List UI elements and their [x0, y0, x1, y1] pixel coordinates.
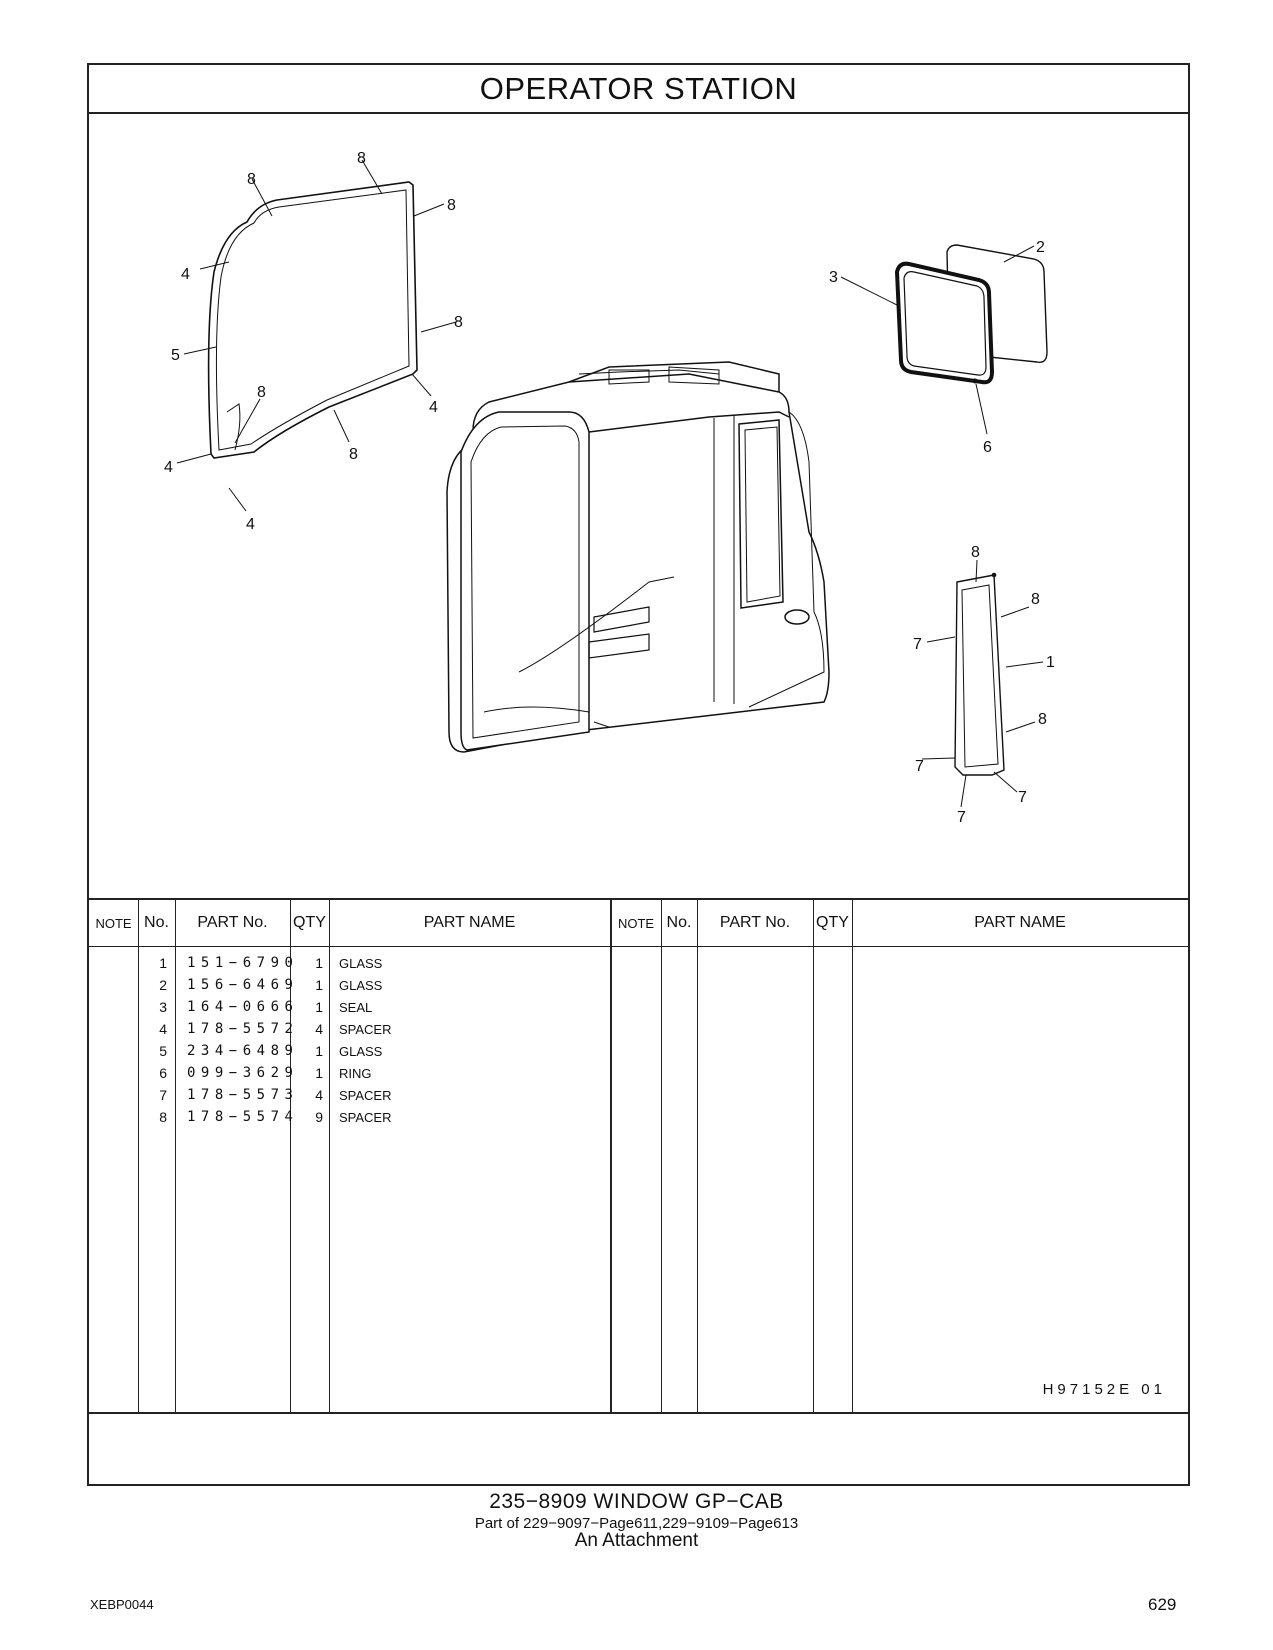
assembly-reference: Part of 229−9097−Page611,229−9109−Page61…	[474, 1515, 799, 1532]
callout-top-glass: 5	[171, 347, 180, 364]
row-quantity: 1	[315, 955, 323, 971]
row-quantity: 4	[315, 1021, 323, 1037]
row-item-number: 7	[159, 1087, 167, 1103]
callout-top-glass: 8	[257, 384, 266, 401]
callout-top-glass: 4	[181, 266, 190, 283]
callout-rear-window: 3	[829, 269, 838, 286]
row-item-number: 3	[159, 999, 167, 1015]
assembly-note: An Attachment	[574, 1530, 699, 1551]
header-qty: QTY	[816, 914, 849, 931]
row-part-name: SPACER	[339, 1022, 392, 1037]
callout-side-glass: 7	[1018, 789, 1027, 806]
callout-side-glass: 8	[1031, 591, 1040, 608]
parts-diagram: 8 8 8 4 8 5 8 4 4 8 4	[89, 112, 1188, 898]
row-item-number: 4	[159, 1021, 167, 1037]
side-glass-leaders	[921, 559, 1044, 808]
row-quantity: 4	[315, 1087, 323, 1103]
top-glass-leaders	[176, 159, 457, 512]
row-item-number: 2	[159, 977, 167, 993]
header-part-name: PART NAME	[974, 914, 1066, 931]
callout-top-glass: 8	[447, 197, 456, 214]
row-part-number: 234−6489	[187, 1043, 299, 1059]
callout-top-glass: 8	[454, 314, 463, 331]
rear-window-drawing	[894, 244, 1048, 385]
callout-side-glass: 8	[971, 544, 980, 561]
row-part-name: RING	[339, 1066, 372, 1081]
callout-rear-window: 6	[983, 439, 992, 456]
row-item-number: 8	[159, 1109, 167, 1125]
row-quantity: 1	[315, 1043, 323, 1059]
callout-side-glass: 8	[1038, 711, 1047, 728]
parts-table: NOTE No. PART No. QTY PART NAME NOTE No.…	[89, 898, 1188, 1414]
row-part-name: SEAL	[339, 1000, 373, 1015]
row-item-number: 6	[159, 1065, 167, 1081]
document-code: XEBP0044	[90, 1597, 154, 1612]
row-part-number: 178−5574	[187, 1109, 299, 1125]
row-quantity: 1	[315, 999, 323, 1015]
row-part-number: 099−3629	[187, 1065, 299, 1081]
callout-side-glass: 7	[957, 809, 966, 826]
header-part-no: PART No.	[197, 914, 268, 931]
header-note: NOTE	[617, 915, 655, 931]
callout-top-glass: 4	[246, 516, 255, 533]
rear-window-leaders	[840, 245, 1035, 435]
row-part-name: GLASS	[339, 978, 383, 993]
side-glass-callouts: 8 8 7 1 8 7 7 7	[913, 544, 1055, 826]
row-part-number: 151−6790	[187, 955, 299, 971]
row-part-name: GLASS	[339, 1044, 383, 1059]
rear-window-callouts: 2 3 6	[829, 239, 1045, 456]
callout-side-glass: 7	[915, 758, 924, 775]
callout-rear-window: 2	[1036, 239, 1045, 256]
header-part-name: PART NAME	[423, 914, 516, 931]
row-part-number: 164−0666	[187, 999, 299, 1015]
header-part-no: PART No.	[719, 914, 791, 931]
row-quantity: 1	[315, 977, 323, 993]
callout-side-glass: 7	[913, 636, 922, 653]
header-qty: QTY	[293, 914, 326, 931]
row-item-number: 5	[159, 1043, 167, 1059]
callout-top-glass: 4	[429, 399, 438, 416]
row-part-name: GLASS	[339, 956, 383, 971]
page-number: 629	[1148, 1595, 1177, 1614]
row-part-number: 156−6469	[187, 977, 299, 993]
side-glass-drawing	[954, 572, 1005, 776]
assembly-title: 235−8909 WINDOW GP−CAB	[489, 1490, 784, 1513]
header-note: NOTE	[95, 915, 132, 931]
callout-side-glass: 1	[1046, 654, 1055, 671]
row-part-number: 178−5573	[187, 1087, 299, 1103]
callout-top-glass: 8	[349, 446, 358, 463]
header-no: No.	[666, 914, 692, 931]
header-no: No.	[144, 914, 169, 931]
page-title: OPERATOR STATION	[89, 65, 1188, 114]
cab-drawing	[446, 361, 830, 753]
row-quantity: 1	[315, 1065, 323, 1081]
top-glass-callouts: 8 8 8 4 8 5 8 4 4 8 4	[164, 150, 463, 533]
callout-top-glass: 4	[164, 459, 173, 476]
top-glass-drawing	[207, 181, 418, 459]
row-part-number: 178−5572	[187, 1021, 299, 1037]
revision-code: H97152E 01	[1042, 1381, 1166, 1398]
row-quantity: 9	[315, 1109, 323, 1125]
row-item-number: 1	[159, 955, 167, 971]
row-part-name: SPACER	[339, 1088, 392, 1103]
row-part-name: SPACER	[339, 1110, 392, 1125]
callout-top-glass: 8	[247, 171, 256, 188]
callout-top-glass: 8	[357, 150, 366, 167]
catalog-frame: OPERATOR STATION 8	[87, 63, 1190, 1486]
